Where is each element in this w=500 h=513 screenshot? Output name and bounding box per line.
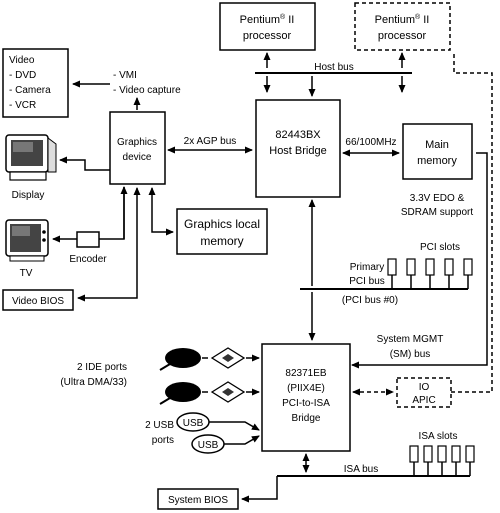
pci-slots-icon [387,258,473,289]
mem-support-line2: SDRAM support [401,207,473,218]
usb-port-label: USB [198,440,219,451]
encoder-label: Encoder [69,254,107,265]
tv-icon [5,219,49,262]
graphics-display-arrow [59,156,110,171]
ide-ports-line1: 2 IDE ports [77,362,127,373]
graphics-local-memory-line2: memory [200,234,243,248]
usb-ports-line2: ports [152,435,174,446]
io-apic-line2: APIC [412,395,435,406]
video-source-item: - DVD [9,70,36,81]
usb-port-label: USB [183,418,204,429]
piix-line4: Bridge [292,413,321,424]
io-apic-box: IO APIC [396,377,452,408]
piix-line1: 82371EB [285,368,326,379]
cpu-1-box: Pentium® II processor [219,2,316,51]
ide-ports-line2: (Ultra DMA/33) [60,377,127,388]
graphics-local-memory-box: Graphics local memory [176,208,268,255]
io-apic-line1: IO [419,382,430,393]
piix-line3: PCI-to-ISA [282,398,330,409]
pci-slots-label: PCI slots [420,242,460,253]
usb-port-2: USB [191,434,225,454]
video-source-item: - VCR [9,100,36,111]
hard-disk-icon [159,348,201,371]
main-memory-line2: memory [417,155,457,167]
host-bridge-line2: Host Bridge [269,145,326,157]
isa-slots-icon [409,445,475,476]
primary-pci-line1: Primary [350,262,384,273]
isa-bus-label: ISA bus [344,464,378,475]
cpu-1-label: processor [243,30,292,42]
video-capture-label: - Video capture [113,85,181,96]
graphics-local-memory-line1: Graphics local [184,217,260,231]
usb-1-arrow [209,421,260,431]
cpu-2-name: Pentium® II [375,13,430,26]
optical-drive-icon [210,381,246,403]
optical-drive-icon [210,347,246,369]
cpu-2-box: Pentium® II processor [354,2,451,51]
graphics-device-box: Graphics device [109,111,166,185]
mem-support-line1: 3.3V EDO & [410,193,465,204]
video-sources-box: Video - DVD - Camera - VCR [2,48,69,118]
graphics-local-memory-arrow [148,187,174,236]
mem-speed-label: 66/100MHz [345,137,396,148]
usb-2-arrow [224,435,260,445]
primary-pci-line2: PCI bus [349,276,385,287]
host-bus-label: Host bus [314,62,353,73]
main-memory-box: Main memory [402,123,473,180]
vmi-label: - VMI [113,70,137,81]
cpu-1-name: Pentium® II [240,13,295,26]
system-bios-box: System BIOS [157,488,239,510]
tv-label: TV [20,268,33,279]
agp-bus-label: 2x AGP bus [184,136,237,147]
display-monitor-icon [5,134,57,181]
main-memory-line1: Main [425,139,449,151]
piix4e-box: 82371EB (PIIX4E) PCI-to-ISA Bridge [261,343,351,452]
video-bios-label: Video BIOS [12,296,64,307]
sm-bus-line [351,152,488,369]
graphics-encoder-line [99,187,125,240]
host-bridge-line1: 82443BX [275,129,321,141]
video-sources-title: Video [9,55,35,66]
video-bios-box: Video BIOS [2,289,74,311]
encoder-box [76,231,100,248]
display-label: Display [12,190,45,201]
isa-system-bios-arrow [241,476,278,503]
usb-ports-line1: 2 USB [145,420,174,431]
piix-line2: (PIIX4E) [287,383,325,394]
isa-slots-label: ISA slots [419,431,458,442]
hard-disk-icon [159,382,201,405]
host-bridge-box: 82443BX Host Bridge [255,99,341,198]
usb-port-1: USB [176,412,210,432]
primary-pci-line3: (PCI bus #0) [342,295,398,306]
graphics-video-bios-arrow [77,187,141,302]
ioapic-cpu2-dashed-line [451,53,493,393]
cpu-2-label: processor [378,30,427,42]
system-bios-label: System BIOS [168,495,228,506]
graphics-device-line1: Graphics [117,137,157,148]
video-source-item: - Camera [9,85,51,96]
sm-bus-line1: System MGMT [377,334,444,345]
graphics-device-line2: device [123,152,152,163]
sm-bus-line2: (SM) bus [390,349,431,360]
